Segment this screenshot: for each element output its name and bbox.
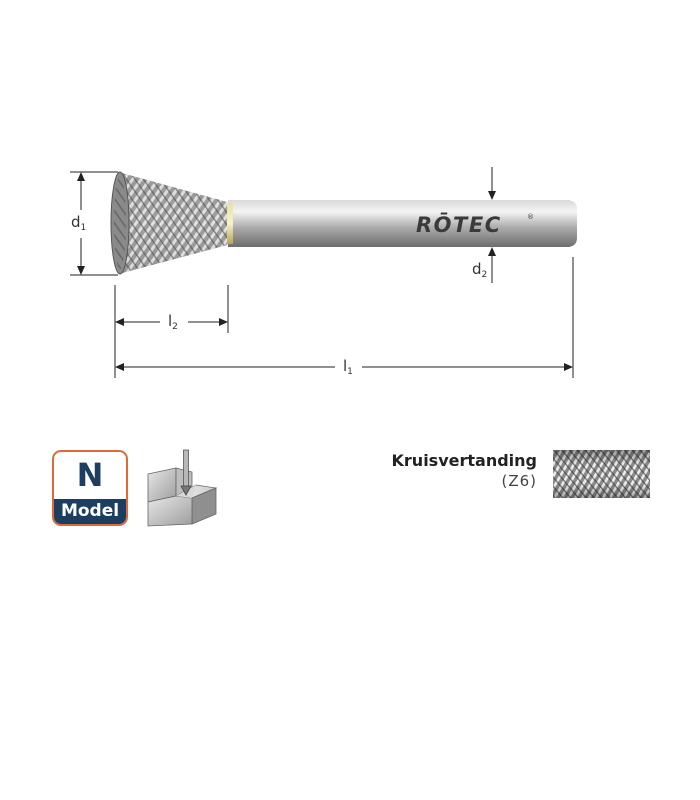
cut-type-name: Kruisvertanding (391, 451, 537, 470)
dim-label-d2: d2 (472, 260, 488, 280)
dim-label-l2: l2 (168, 312, 178, 332)
dim-label-l1: l1 (343, 357, 353, 377)
model-badge: N Model (52, 450, 128, 526)
model-letter: N (76, 456, 104, 494)
cutter-head (110, 171, 227, 275)
brand-logo: RŌTEC (416, 212, 502, 237)
cross-cut-pattern (553, 450, 650, 498)
dim-label-d1: d1 (71, 213, 87, 233)
tool-shank (224, 200, 577, 247)
cut-type-code: (Z6) (501, 472, 537, 490)
registered-icon: ® (527, 213, 534, 221)
dimension-lines (70, 167, 574, 378)
application-icon (147, 449, 218, 527)
dimension-arrows (77, 172, 573, 371)
tool-drawing: RŌTEC ® (70, 167, 577, 378)
model-label: Model (54, 499, 126, 524)
